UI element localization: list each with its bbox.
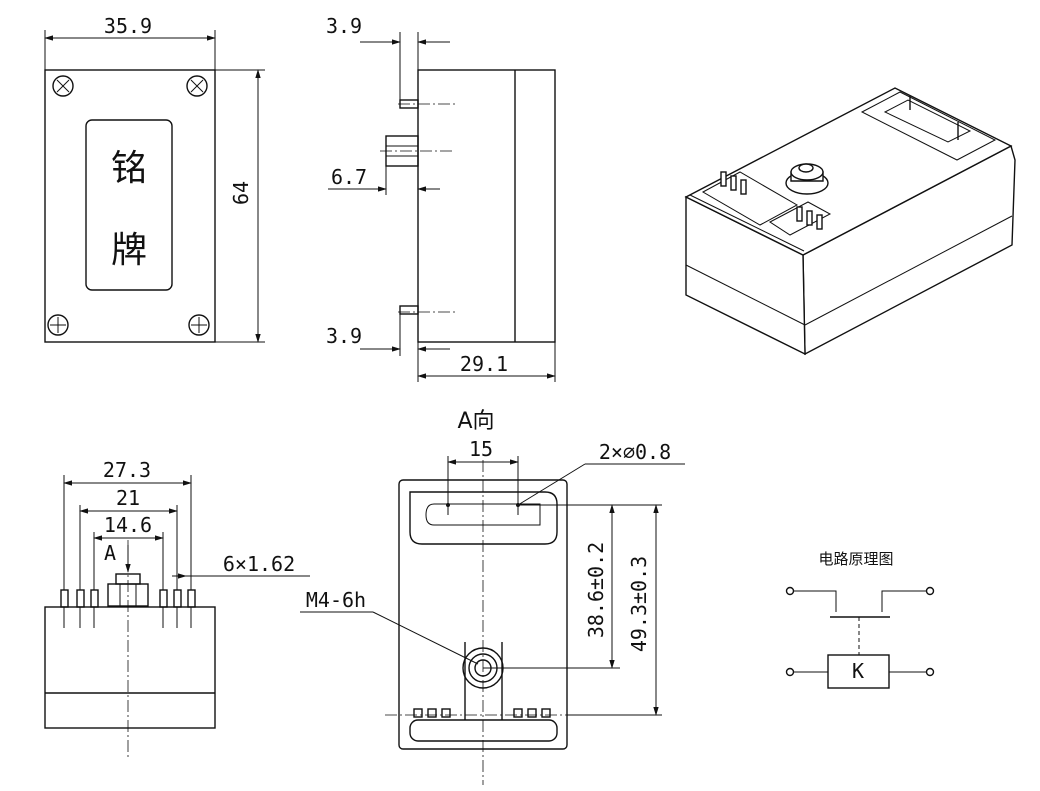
side-top-offset-dim: 3.9 bbox=[326, 14, 362, 38]
terminal-icon bbox=[785, 586, 795, 596]
slot-spacing-dim: 15 bbox=[469, 437, 493, 461]
screw-icon bbox=[186, 75, 208, 97]
a-direction-view: A向 15 2×⌀0.8 M4-6h 38.6±0.2 49.3±0.3 bbox=[300, 409, 685, 785]
bottom-width-inner-dim: 14.6 bbox=[104, 513, 152, 537]
front-body-outline bbox=[44, 69, 216, 343]
side-depth-dim: 29.1 bbox=[460, 352, 508, 376]
a-view-title: A向 bbox=[457, 409, 494, 434]
bottom-view: 27.3 21 14.6 A 6×1.62 bbox=[44, 458, 310, 760]
iso-top-face bbox=[684, 87, 1013, 256]
iso-terminal-pins bbox=[720, 171, 823, 230]
a-view-bottom-slot bbox=[409, 719, 558, 742]
coil-label: K bbox=[852, 659, 864, 683]
side-body-outline bbox=[417, 69, 556, 343]
terminal-icon bbox=[785, 667, 795, 677]
iso-top-slot bbox=[860, 91, 997, 161]
iso-terminal-strip-right bbox=[769, 201, 832, 236]
bottom-stud-nut bbox=[107, 573, 149, 607]
view-a-label: A bbox=[104, 541, 116, 565]
a-view-mount-tab bbox=[464, 642, 503, 720]
terminal-icon bbox=[925, 586, 935, 596]
long-height-dim: 49.3±0.3 bbox=[627, 556, 651, 652]
front-height-dim: 64 bbox=[229, 181, 253, 205]
screw-icon bbox=[47, 314, 69, 336]
screw-icon bbox=[52, 75, 74, 97]
short-height-dim: 38.6±0.2 bbox=[584, 542, 608, 638]
side-bottom-offset-dim: 3.9 bbox=[326, 324, 362, 348]
pin-count-dim: 6×1.62 bbox=[223, 552, 295, 576]
iso-terminal-strip-left bbox=[701, 171, 799, 226]
terminal-icon bbox=[925, 667, 935, 677]
nameplate-char-2: 牌 bbox=[111, 230, 147, 271]
bottom-body-outline bbox=[44, 606, 216, 729]
a-view-top-slot bbox=[409, 491, 558, 545]
iso-stud-nut bbox=[785, 163, 829, 195]
bottom-bracket bbox=[399, 305, 419, 315]
side-view: 3.9 6.7 3.9 29.1 bbox=[326, 14, 556, 382]
circuit-title: 电路原理图 bbox=[818, 550, 893, 568]
isometric-view bbox=[684, 87, 1016, 356]
screw-icon bbox=[188, 314, 210, 336]
a-view-pad-row bbox=[413, 708, 551, 718]
thread-dim: M4-6h bbox=[306, 588, 366, 612]
stud-offset-dim: 6.7 bbox=[331, 165, 367, 189]
circuit-diagram: 电路原理图 K bbox=[785, 550, 935, 689]
bottom-width-outer-dim: 27.3 bbox=[103, 458, 151, 482]
front-width-dim: 35.9 bbox=[104, 14, 152, 38]
nameplate-char-1: 铭 bbox=[111, 148, 147, 189]
nameplate-frame bbox=[85, 119, 173, 291]
hole-dim: 2×⌀0.8 bbox=[599, 440, 671, 464]
front-view: 铭 牌 35.9 64 bbox=[44, 14, 265, 343]
bottom-width-mid-dim: 21 bbox=[116, 486, 140, 510]
